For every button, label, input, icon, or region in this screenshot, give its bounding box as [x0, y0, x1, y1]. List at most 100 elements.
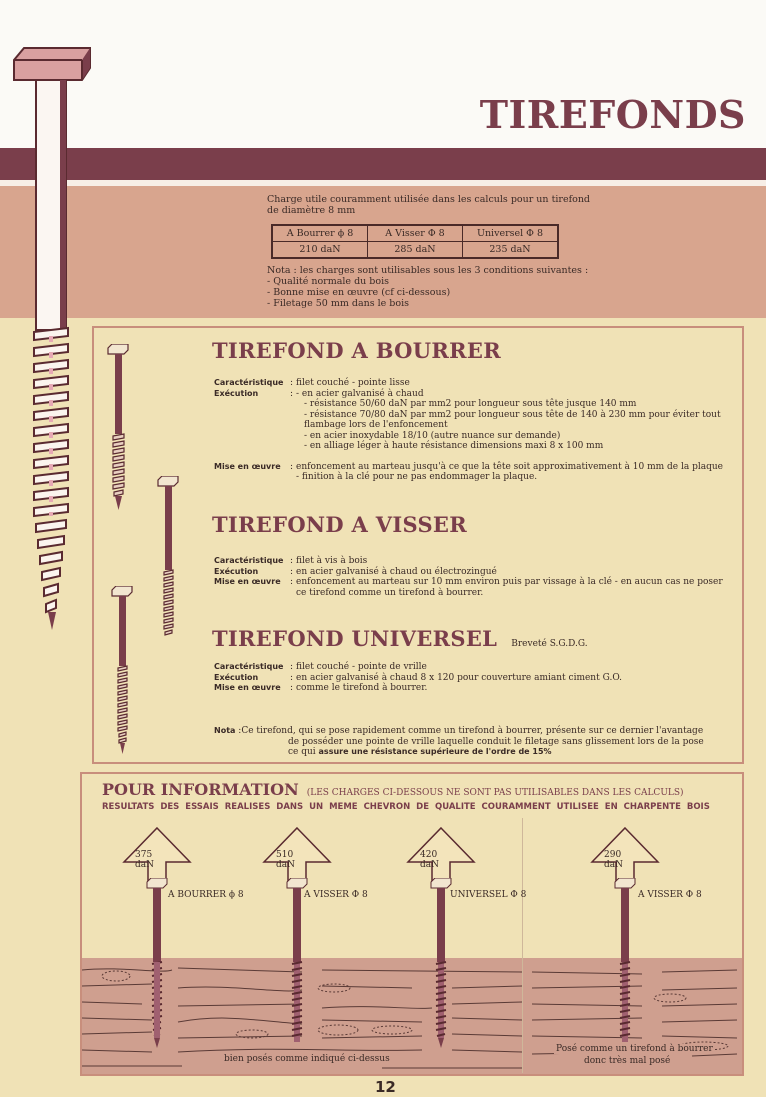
information-subtitle: (LES CHARGES CI-DESSOUS NE SONT PAS UTIL… [306, 788, 684, 798]
load-arrow-icon [262, 826, 332, 885]
charge-header-universel: Universel Φ 8 [462, 224, 559, 242]
visser-mise-en-oeuvre: enfoncement au marteau sur 10 mm environ… [296, 577, 723, 598]
nota-line: ce qui assure une résistance supérieure … [214, 747, 704, 758]
nota-emphasis: assure une résistance supérieure de l'or… [318, 747, 552, 756]
charge-notes: Nota : les charges sont utilisables sous… [267, 265, 597, 309]
test-label: A VISSER Φ 8 [304, 890, 368, 900]
page-number: 12 [375, 1078, 396, 1096]
test-screw-icon [430, 878, 452, 1048]
product-panel: TIREFOND A BOURRER Caractéristique : fil… [92, 326, 744, 764]
section-title-universel: TIREFOND UNIVERSEL Breveté S.G.D.G. [212, 626, 588, 651]
execution-item: - résistance 50/60 daN par mm2 pour long… [304, 399, 637, 409]
test-label: UNIVERSEL Φ 8 [450, 890, 527, 900]
test-label: A VISSER Φ 8 [638, 890, 702, 900]
charge-header-bourrer: A Bourrer ϕ 8 [271, 224, 368, 242]
band-gap [0, 180, 766, 186]
load-value: 290 daN [604, 850, 624, 870]
large-screw-icon [13, 47, 91, 630]
universel-title-text: TIREFOND UNIVERSEL [212, 626, 498, 651]
condition-item: - Filetage 50 mm dans le bois [267, 298, 410, 309]
caption-bad-installation: Posé comme un tirefond à bourrer [554, 1044, 715, 1054]
colon: : [290, 683, 294, 693]
load-arrow-icon [590, 826, 660, 885]
execution-item: - en acier galvanisé à chaud [296, 388, 424, 399]
universel-screw-icon [111, 586, 133, 754]
charge-value-bourrer: 210 daN [271, 241, 368, 259]
caracteristique-label: Caractéristique [214, 378, 284, 387]
mise-item: ce tirefond comme un tirefond à bourrer. [296, 587, 484, 598]
information-description: RESULTATS DES ESSAIS REALISES DANS UN ME… [102, 802, 710, 812]
nota-label: Nota [214, 726, 236, 735]
condition-item: - Bonne mise en œuvre (cf ci-dessous) [267, 287, 451, 298]
visser-specs: Caractéristique : filet à vis à bois Exé… [214, 556, 723, 598]
colon: : [290, 388, 294, 399]
page-title: TIREFONDS [479, 92, 746, 137]
information-title: POUR INFORMATION (LES CHARGES CI-DESSOUS … [102, 780, 684, 799]
load-value: 375 daN [135, 850, 155, 870]
mise-item: - finition à la clé pour ne pas endommag… [296, 472, 538, 482]
bourrer-screw-icon [107, 344, 129, 510]
test-screw-icon [286, 878, 308, 1042]
column-divider [522, 818, 523, 1073]
caracteristique-label: Caractéristique [214, 662, 284, 671]
mise-en-oeuvre-label: Mise en œuvre [214, 577, 281, 586]
test-screw-icon [146, 878, 168, 1048]
mise-item: enfoncement au marteau jusqu'à ce que la… [296, 461, 723, 472]
information-title-text: POUR INFORMATION [102, 780, 299, 799]
execution-item: - en alliage léger à haute résistance di… [304, 441, 604, 451]
section-title-bourrer: TIREFOND A BOURRER [212, 338, 501, 363]
bourrer-specs: Caractéristique : filet couché - pointe … [214, 378, 723, 483]
information-panel: POUR INFORMATION (LES CHARGES CI-DESSOUS … [80, 772, 744, 1076]
bourrer-execution: - en acier galvanisé à chaud - résistanc… [296, 389, 721, 452]
mise-en-oeuvre-label: Mise en œuvre [214, 461, 281, 471]
charge-header-visser: A Visser Φ 8 [367, 224, 463, 242]
execution-item: flambage lors de l'enfoncement [304, 420, 448, 430]
load-arrow-icon [406, 826, 476, 885]
colon: : [290, 577, 294, 587]
charge-intro: Charge utile couramment utilisée dans le… [267, 194, 591, 205]
charge-intro-diameter: de diamètre 8 mm [267, 205, 356, 216]
charge-value-visser: 285 daN [367, 241, 463, 259]
universel-specs: Caractéristique : filet couché - pointe … [214, 662, 622, 694]
test-screw-icon [614, 878, 636, 1042]
visser-execution: en acier galvanisé à chaud ou électrozin… [296, 566, 497, 577]
execution-label: Exécution [214, 566, 259, 576]
charge-value-universel: 235 daN [462, 241, 559, 259]
colon: : [290, 566, 294, 577]
load-arrow-icon [122, 826, 192, 885]
charge-nota: Nota : les charges sont utilisables sous… [267, 265, 589, 276]
colon: : [290, 662, 294, 672]
brevete-label: Breveté S.G.D.G. [511, 639, 588, 649]
caption-bad-installation-2: donc très mal posé [582, 1056, 673, 1066]
visser-screw-icon [157, 476, 179, 636]
universel-execution: en acier galvanisé à chaud 8 x 120 pour … [296, 672, 623, 683]
test-label: A BOURRER ϕ 8 [168, 890, 244, 900]
universel-caracteristique: filet couché - pointe de vrille [296, 662, 427, 672]
universel-mise-en-oeuvre: comme le tirefond à bourrer. [296, 683, 428, 693]
charge-summary: Charge utile couramment utilisée dans le… [267, 194, 597, 309]
execution-item: - résistance 70/80 daN par mm2 pour long… [304, 409, 721, 420]
colon: : [290, 672, 294, 683]
condition-item: - Qualité normale du bois [267, 276, 390, 287]
bourrer-mise-en-oeuvre: enfoncement au marteau jusqu'à ce que la… [296, 462, 723, 483]
universel-nota: Nota :Ce tirefond, qui se pose rapidemen… [214, 726, 704, 758]
colon: : [290, 556, 294, 566]
execution-label: Exécution [214, 672, 259, 682]
header-background [0, 0, 766, 148]
nota-line: Ce tirefond, qui se pose rapidement comm… [241, 726, 704, 736]
caracteristique-label: Caractéristique [214, 556, 284, 565]
wood-section [81, 958, 742, 1074]
bourrer-caracteristique: filet couché - pointe lisse [296, 378, 410, 388]
section-title-visser: TIREFOND A VISSER [212, 512, 467, 537]
nota-plain: ce qui [288, 747, 319, 757]
load-value: 420 daN [420, 850, 440, 870]
execution-label: Exécution [214, 388, 259, 398]
load-value: 510 daN [276, 850, 296, 870]
nota-line: de posséder une pointe de vrille laquell… [288, 736, 704, 747]
wood-grain-icon [81, 967, 738, 1069]
colon: : [290, 461, 294, 472]
mise-item: enfoncement au marteau sur 10 mm environ… [296, 577, 723, 587]
colon: : [290, 378, 294, 388]
execution-item: - en acier inoxydable 18/10 (autre nuanc… [304, 430, 561, 441]
charge-table: A Bourrer ϕ 8 A Visser Φ 8 Universel Φ 8… [271, 224, 559, 259]
